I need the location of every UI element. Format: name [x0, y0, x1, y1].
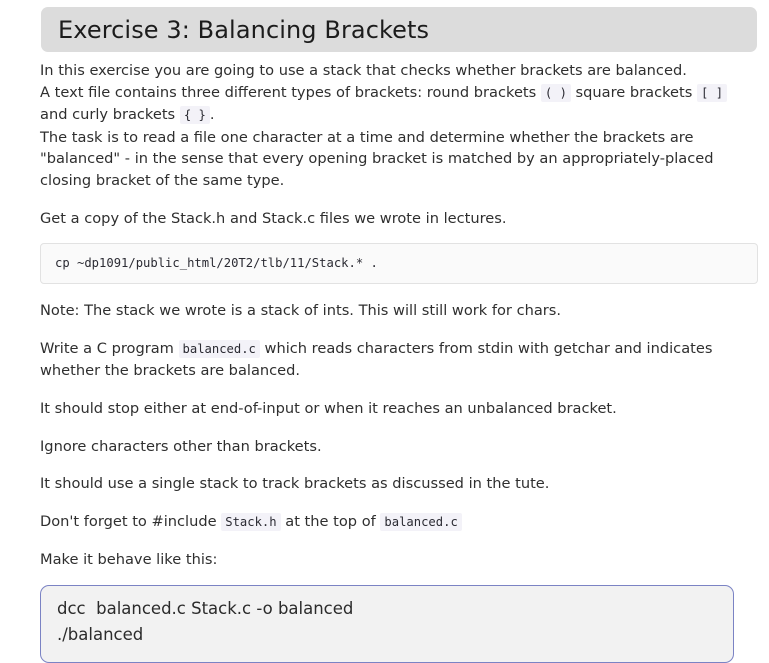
terminal-line-compile: dcc balanced.c Stack.c -o balanced: [57, 598, 354, 618]
include-paragraph: Don't forget to #include Stack.h at the …: [40, 511, 758, 534]
terminal-line-run: ./balanced: [57, 624, 144, 644]
write-program-prefix: Write a C program: [40, 339, 179, 357]
note-paragraph: Note: The stack we wrote is a stack of i…: [40, 302, 562, 320]
write-program-suffix: which reads characters from stdin with g…: [40, 339, 713, 380]
intro-line-1: In this exercise you are going to use a …: [40, 62, 687, 79]
page-title: Exercise 3: Balancing Brackets: [58, 15, 430, 44]
write-program-paragraph: Write a C program balanced.c which reads…: [40, 338, 758, 382]
copy-command-code-block: cp ~dp1091/public_html/20T2/tlb/11/Stack…: [40, 243, 758, 285]
intro-line-2-mid: square brackets: [570, 83, 698, 101]
intro-line-2-period: .: [209, 106, 215, 124]
include-mid: at the top of: [280, 512, 381, 530]
code-balanced-c-2: balanced.c: [380, 512, 462, 531]
task-paragraph: The task is to read a file one character…: [40, 128, 714, 189]
code-stack-h: Stack.h: [221, 512, 281, 531]
intro-line-2-prefix: A text file contains three different typ…: [40, 83, 541, 101]
code-round-brackets: ( ): [540, 83, 571, 102]
include-prefix: Don't forget to #include: [40, 512, 222, 530]
code-balanced-c-1: balanced.c: [178, 339, 260, 358]
behave-like-this-paragraph: Make it behave like this:: [40, 551, 218, 569]
code-curly-brackets: { }: [179, 106, 210, 125]
exercise-content: In this exercise you are going to use a …: [40, 60, 758, 663]
stop-condition-paragraph: It should stop either at end-of-input or…: [40, 399, 617, 417]
intro-line-2-suffix: and curly brackets: [40, 106, 180, 124]
copy-command-text: cp ~dp1091/public_html/20T2/tlb/11/Stack…: [55, 256, 378, 271]
exercise-page: Exercise 3: Balancing Brackets In this e…: [40, 7, 758, 663]
exercise-title-banner: Exercise 3: Balancing Brackets: [41, 7, 757, 52]
intro-paragraph: In this exercise you are going to use a …: [40, 60, 758, 127]
single-stack-paragraph: It should use a single stack to track br…: [40, 475, 550, 493]
code-square-brackets: [ ]: [697, 83, 728, 102]
ignore-characters-paragraph: Ignore characters other than brackets.: [40, 437, 322, 455]
get-copy-paragraph: Get a copy of the Stack.h and Stack.c fi…: [40, 209, 507, 227]
